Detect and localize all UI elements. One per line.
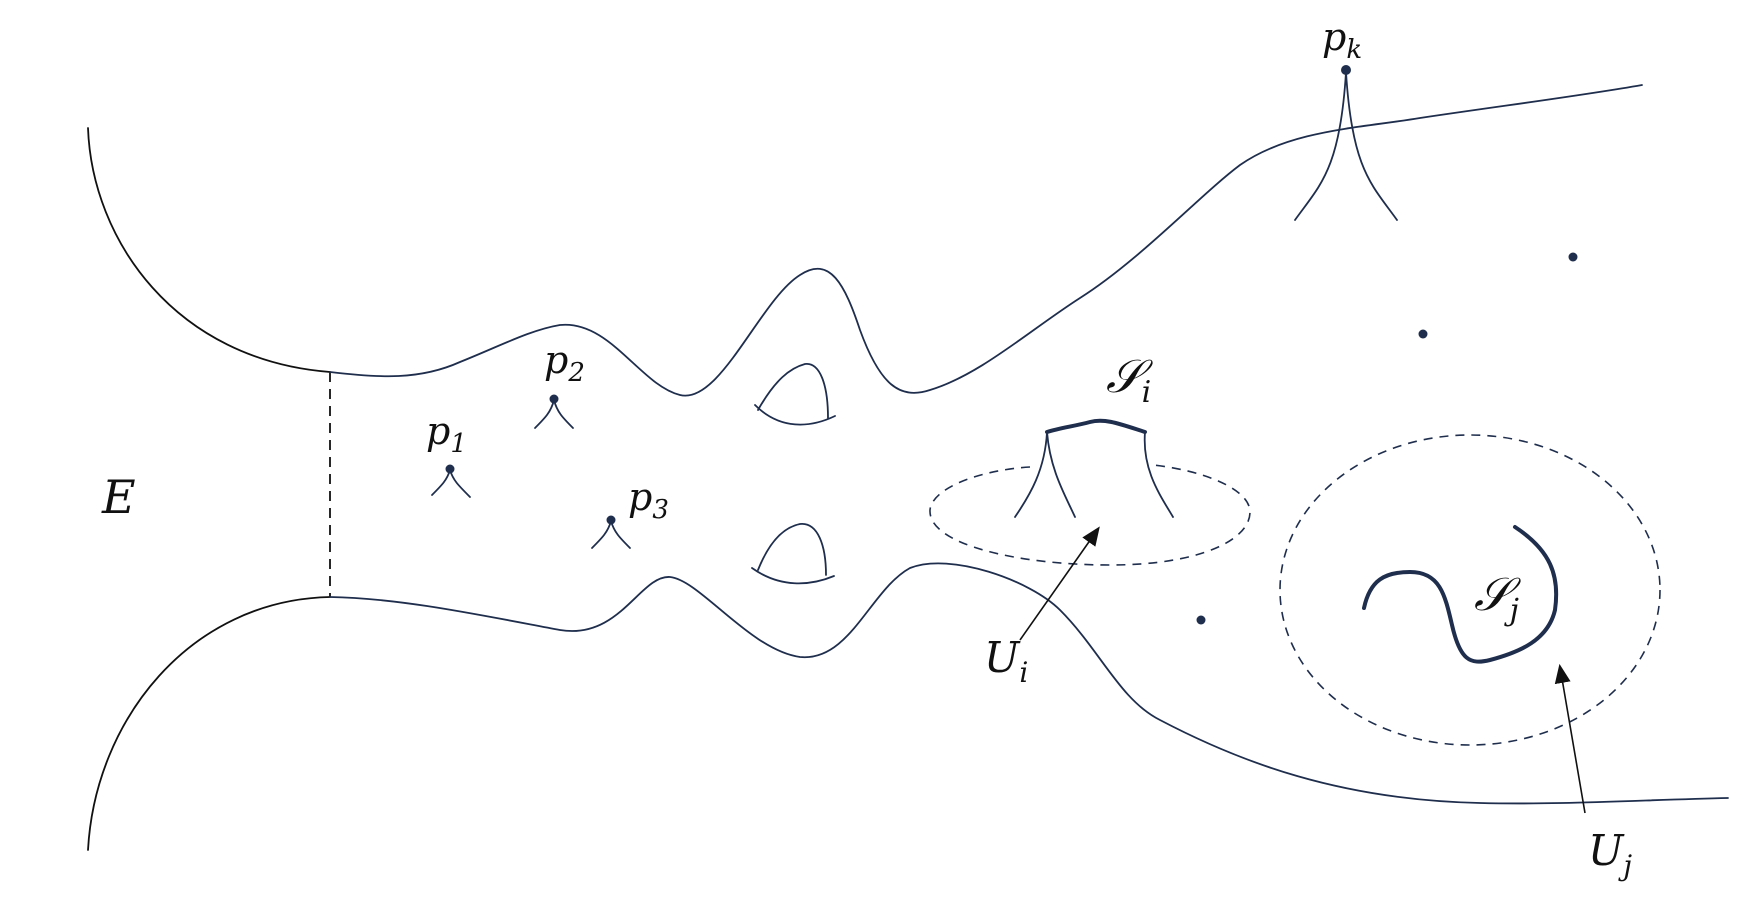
set-sj (1362, 525, 1559, 664)
arrow-ui (1019, 526, 1100, 641)
cusp-pk (1294, 65, 1398, 221)
end-boundary-upper (87, 127, 331, 373)
arrow-uj (1554, 663, 1586, 814)
label-ui: Ui (984, 633, 1028, 689)
cusp-p3 (591, 515, 631, 549)
neighbourhood-uj (1279, 434, 1661, 746)
neighbourhood-ui (929, 464, 1251, 566)
handle-upper (754, 363, 836, 426)
label-p2: p2 (544, 338, 585, 388)
label-sj: 𝒮j (1474, 567, 1521, 628)
cusp-p2 (534, 394, 574, 429)
cusp-p1 (431, 464, 471, 498)
label-pk: pk (1322, 15, 1362, 65)
surface-upper-boundary (329, 84, 1643, 397)
label-p1: p1 (426, 409, 467, 459)
surface-lower-boundary (329, 562, 1729, 805)
label-e: E (101, 470, 136, 524)
end-boundary-lower (87, 596, 331, 851)
handle-lower (751, 523, 835, 585)
isolated-puncture-3 (1196, 615, 1206, 625)
isolated-puncture-2 (1418, 329, 1428, 339)
label-si: 𝒮i (1106, 349, 1153, 410)
label-uj: Uj (1588, 826, 1632, 882)
label-p3: p3 (628, 475, 669, 525)
set-si (1014, 418, 1174, 518)
isolated-puncture-1 (1568, 252, 1578, 262)
